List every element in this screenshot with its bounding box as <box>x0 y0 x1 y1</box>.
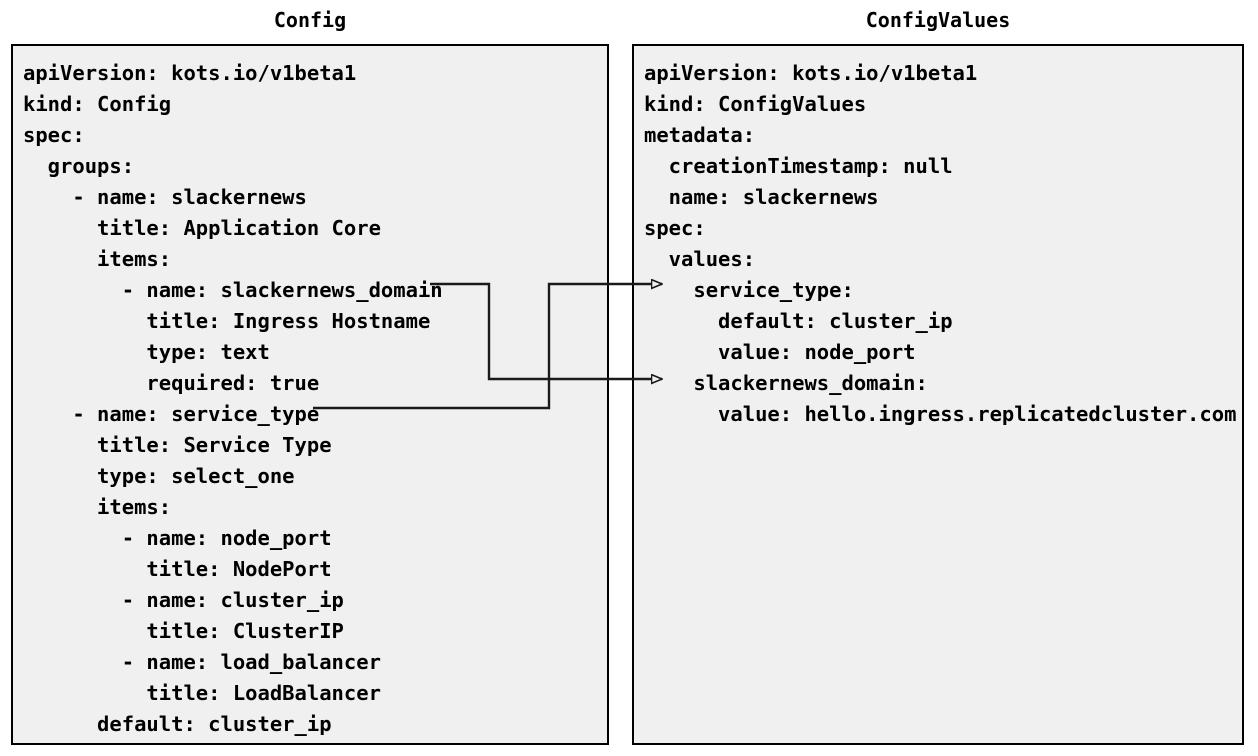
configvalues-yaml-line: service_type: <box>644 278 854 302</box>
config-yaml-line: kind: Config <box>23 92 172 116</box>
configvalues-yaml-line: metadata: <box>644 123 756 147</box>
config-yaml-text: apiVersion: kots.io/v1beta1 kind: Config s… <box>23 58 603 740</box>
configvalues-yaml-line: name: slackernews <box>644 185 879 209</box>
configvalues-yaml-line: value: node_port <box>644 340 916 364</box>
config-yaml-line: items: <box>23 247 172 271</box>
config-yaml-line: items: <box>23 495 172 519</box>
config-panel-title: Config <box>273 8 347 32</box>
config-yaml-line: - name: load_balancer <box>23 650 381 674</box>
configvalues-yaml-line: slackernews_domain: <box>644 371 928 395</box>
configvalues-yaml-line: apiVersion: kots.io/v1beta1 <box>644 61 978 85</box>
config-yaml-line: - name: slackernews_domain <box>23 278 443 302</box>
config-yaml-line: title: Ingress Hostname <box>23 309 431 333</box>
configvalues-yaml-line: creationTimestamp: null <box>644 154 953 178</box>
config-yaml-line: title: Application Core <box>23 216 381 240</box>
configvalues-yaml-text: apiVersion: kots.io/v1beta1 kind: ConfigV… <box>644 58 1238 430</box>
configvalues-panel-title: ConfigValues <box>865 8 1011 32</box>
config-yaml-line: - name: cluster_ip <box>23 588 344 612</box>
config-yaml-line: - name: slackernews <box>23 185 307 209</box>
configvalues-panel: apiVersion: kots.io/v1beta1 kind: ConfigV… <box>632 44 1244 745</box>
config-yaml-line: title: NodePort <box>23 557 332 581</box>
config-panel: apiVersion: kots.io/v1beta1 kind: Config s… <box>11 44 609 745</box>
configvalues-yaml-line: values: <box>644 247 756 271</box>
config-yaml-line: apiVersion: kots.io/v1beta1 <box>23 61 357 85</box>
config-yaml-line: title: LoadBalancer <box>23 681 381 705</box>
config-yaml-line: - name: node_port <box>23 526 332 550</box>
config-yaml-line: - name: service_type <box>23 402 320 426</box>
config-yaml-line: default: cluster_ip <box>23 712 332 736</box>
config-yaml-line: type: select_one <box>23 464 295 488</box>
configvalues-yaml-line: spec: <box>644 216 706 240</box>
config-yaml-line: title: Service Type <box>23 433 332 457</box>
configvalues-yaml-line: kind: ConfigValues <box>644 92 867 116</box>
config-yaml-line: title: ClusterIP <box>23 619 344 643</box>
config-yaml-line: spec: <box>23 123 85 147</box>
config-yaml-line: groups: <box>23 154 135 178</box>
config-yaml-line: type: text <box>23 340 270 364</box>
configvalues-yaml-line: value: hello.ingress.replicatedcluster.c… <box>644 402 1237 426</box>
config-yaml-line: required: true <box>23 371 320 395</box>
configvalues-yaml-line: default: cluster_ip <box>644 309 953 333</box>
